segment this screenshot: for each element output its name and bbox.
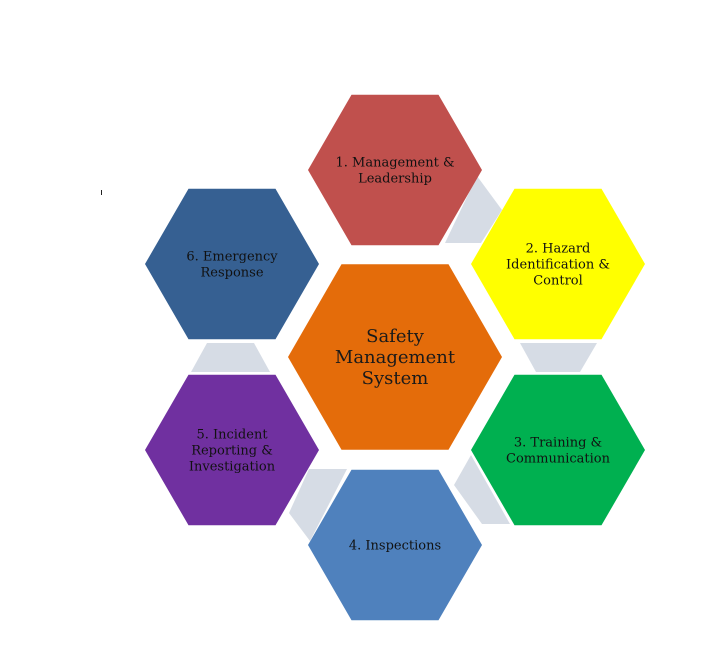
hex-inspections-label-line-1: 4. Inspections <box>349 539 441 554</box>
hex-training-communication[interactable]: 3. Training &Communication <box>471 374 645 526</box>
hex-emergency-response-label-line-1: 6. Emergency <box>186 250 278 265</box>
hex-incident-reporting-investigation-label-line-3: Investigation <box>189 460 276 475</box>
hexagon-shape <box>308 469 482 621</box>
hexagon-shape <box>471 188 645 340</box>
hex-hazard-identification-control-label-line-3: Control <box>533 274 583 289</box>
center-label-line-2: Management <box>335 347 456 368</box>
hex-management-leadership-label-line-2: Leadership <box>358 172 432 187</box>
hexagon-shape <box>308 94 482 246</box>
hex-incident-reporting-investigation-label-line-2: Reporting & <box>191 444 273 459</box>
connectors <box>191 176 597 541</box>
hexagon-shape <box>145 374 319 526</box>
hex-management-leadership[interactable]: 1. Management &Leadership <box>308 94 482 246</box>
hex-hazard-identification-control-label-line-1: 2. Hazard <box>526 242 591 257</box>
connector-5 <box>191 343 270 372</box>
hex-management-leadership-label-line-1: 1. Management & <box>335 156 454 171</box>
connector-1 <box>445 176 502 243</box>
center-hexagon-shape <box>288 264 502 450</box>
hex-emergency-response-label-line-2: Response <box>200 266 263 281</box>
connector-3 <box>454 455 510 524</box>
center-label-line-1: Safety <box>366 326 425 347</box>
connector-4 <box>289 469 347 541</box>
hex-training-communication-label-line-1: 3. Training & <box>514 436 602 451</box>
hexagon-shape <box>471 374 645 526</box>
hexagon-shape <box>145 188 319 340</box>
stray-mark <box>101 190 102 195</box>
hex-inspections[interactable]: 4. Inspections <box>308 469 482 621</box>
hex-incident-reporting-investigation-label-line-1: 5. Incident <box>196 428 268 443</box>
center-label-line-3: System <box>362 368 429 389</box>
hex-training-communication-label-line-2: Communication <box>506 452 611 467</box>
connector-2 <box>520 343 597 372</box>
hex-hazard-identification-control-label-line-2: Identification & <box>506 258 610 273</box>
